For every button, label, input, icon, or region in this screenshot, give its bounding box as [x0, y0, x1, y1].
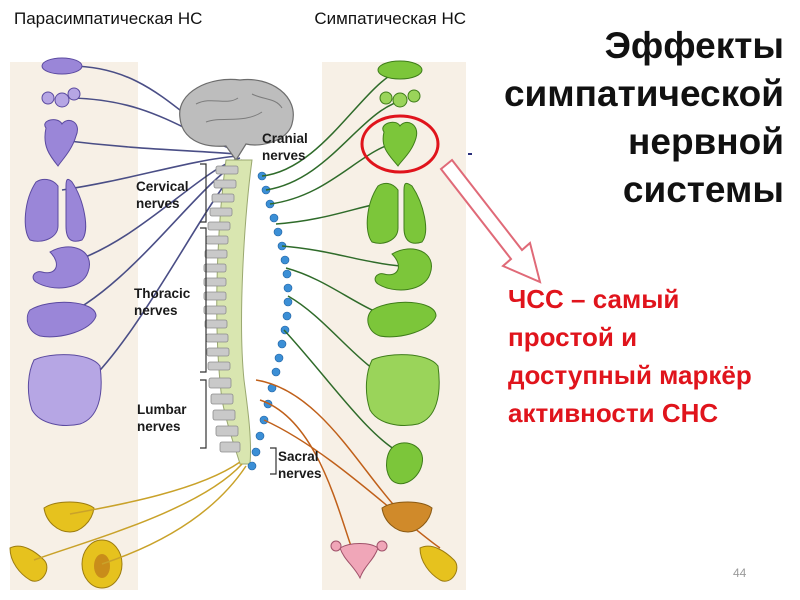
eye-icon [41, 57, 83, 75]
liver-icon [26, 301, 97, 338]
callout-arrow [439, 158, 542, 284]
male-organ-icon [9, 545, 48, 582]
sympathetic-chain [247, 171, 293, 471]
brain-icon [179, 78, 294, 162]
intestine-icon [365, 354, 440, 426]
parasympathetic-organs [24, 57, 102, 426]
kidney-icon [386, 442, 423, 485]
bladder-icon [43, 501, 95, 533]
salivary-glands-icon [379, 89, 421, 108]
thoracic-nerves-label: Thoracic nerves [134, 286, 191, 318]
heart-icon [382, 121, 418, 167]
eye-icon [377, 60, 423, 80]
stomach-icon [32, 246, 90, 289]
salivary-glands-icon [41, 87, 81, 108]
parasympathetic-pelvic-organs [9, 501, 123, 589]
sympathetic-organs [330, 60, 458, 582]
lumbar-nerves-label: Lumbar nerves [137, 402, 187, 434]
slide-title: Эффекты симпатической нервной системы [503, 25, 784, 210]
sympathetic-header: Симпатическая НС [314, 9, 466, 28]
nerve-brackets [200, 163, 277, 475]
stomach-icon [374, 248, 432, 291]
liver-icon [367, 301, 437, 338]
heart-icon [44, 119, 78, 167]
sacral-sympathetic-lines [255, 379, 441, 561]
lungs-icon [366, 182, 427, 244]
sacral-parasympathetic-lines [33, 461, 247, 565]
lungs-icon [24, 178, 87, 242]
sacral-nerves-label: Sacral nerves [278, 449, 322, 481]
spinal-column [203, 159, 253, 465]
cranial-nerves-label: Cranial nerves [262, 131, 308, 163]
hr-callout-text: ЧСС – самый простой и доступный маркёр а… [508, 284, 752, 428]
parasympathetic-header: Парасимпатическая НС [14, 9, 203, 28]
page-number: 44 [733, 566, 747, 580]
heart-highlight-circle [360, 114, 440, 174]
bladder-icon [381, 501, 433, 533]
intestine-icon [27, 354, 102, 426]
cervical-nerves-label: Cervical nerves [136, 179, 189, 211]
male-organ-icon [419, 545, 458, 582]
uterus-icon [330, 540, 388, 580]
